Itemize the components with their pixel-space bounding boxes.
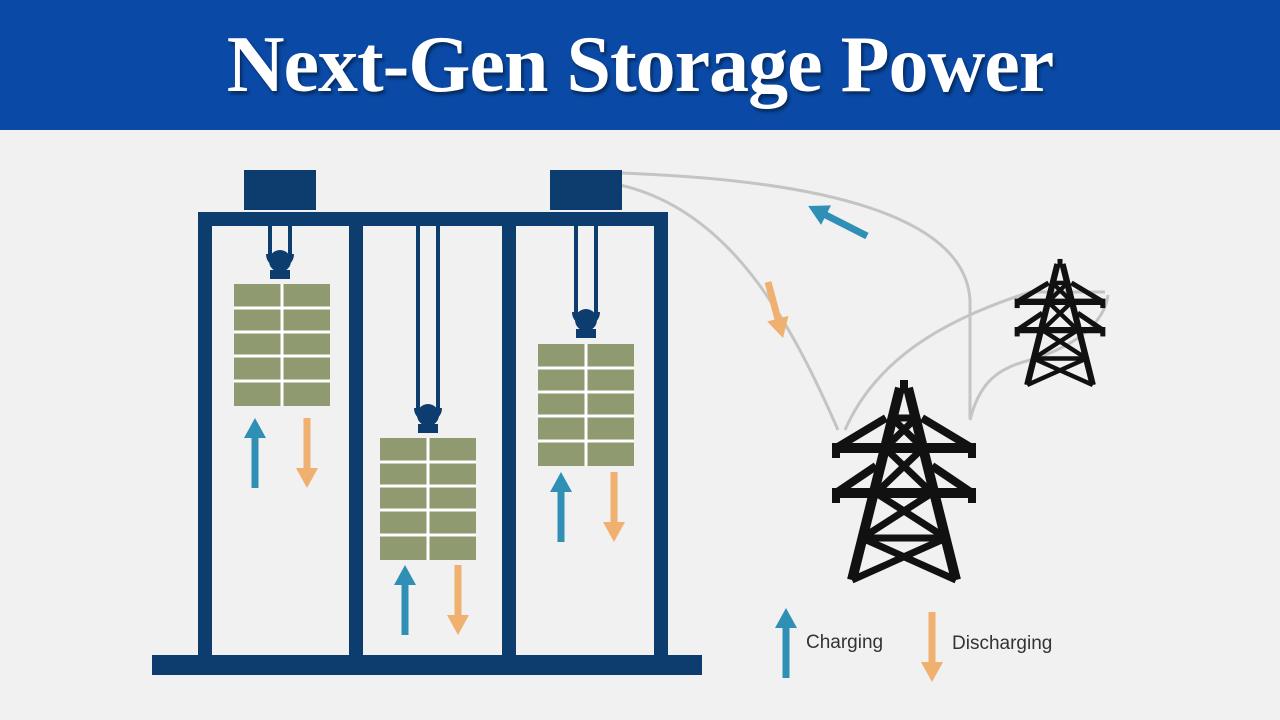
legend-charging-label: Charging (806, 632, 883, 653)
up-arrow-icon (394, 565, 416, 635)
down-arrow-icon (447, 565, 469, 635)
cable-to-main-tower-left (619, 183, 840, 431)
weight-blocks-1 (232, 282, 332, 408)
up-arrow-icon (808, 205, 869, 240)
title-banner: Next-Gen Storage Power (0, 0, 1280, 130)
up-arrow-icon (550, 472, 572, 542)
weight-blocks-3 (536, 342, 636, 468)
hook-2 (417, 404, 439, 426)
base-platform (152, 655, 702, 675)
legend: Charging Discharging (775, 608, 1052, 682)
shaft-1 (232, 226, 332, 488)
up-arrow-icon (775, 608, 797, 678)
up-arrow-icon (244, 418, 266, 488)
cable-main-to-small-tower-upper (843, 290, 1105, 431)
hook-3 (575, 309, 597, 331)
cable-pulley-1 (268, 226, 292, 258)
storage-building (152, 170, 702, 675)
left-wall (198, 212, 212, 660)
motor-housing-left (244, 170, 316, 210)
transmission-tower-icon (1017, 259, 1103, 385)
divider-wall-1 (349, 212, 363, 660)
right-wall (654, 212, 668, 660)
shaft-2 (378, 226, 478, 635)
legend-discharging-label: Discharging (952, 633, 1052, 654)
hook-1 (269, 250, 291, 272)
power-cables (619, 171, 1110, 431)
down-arrow-icon (296, 418, 318, 488)
cable-main-to-small-tower-lower (968, 294, 1110, 421)
down-arrow-icon (603, 472, 625, 542)
divider-wall-2 (502, 212, 516, 660)
shaft-3 (536, 226, 636, 542)
cable-pulley-3 (574, 226, 598, 316)
cable-to-main-tower (619, 171, 972, 418)
roof-beam (198, 212, 668, 226)
down-arrow-icon (921, 612, 943, 682)
down-arrow-icon (764, 281, 789, 339)
weight-blocks-2 (378, 436, 478, 562)
cable-pulley-2 (416, 226, 440, 412)
page-title: Next-Gen Storage Power (226, 20, 1055, 109)
motor-housing-right (550, 170, 622, 210)
